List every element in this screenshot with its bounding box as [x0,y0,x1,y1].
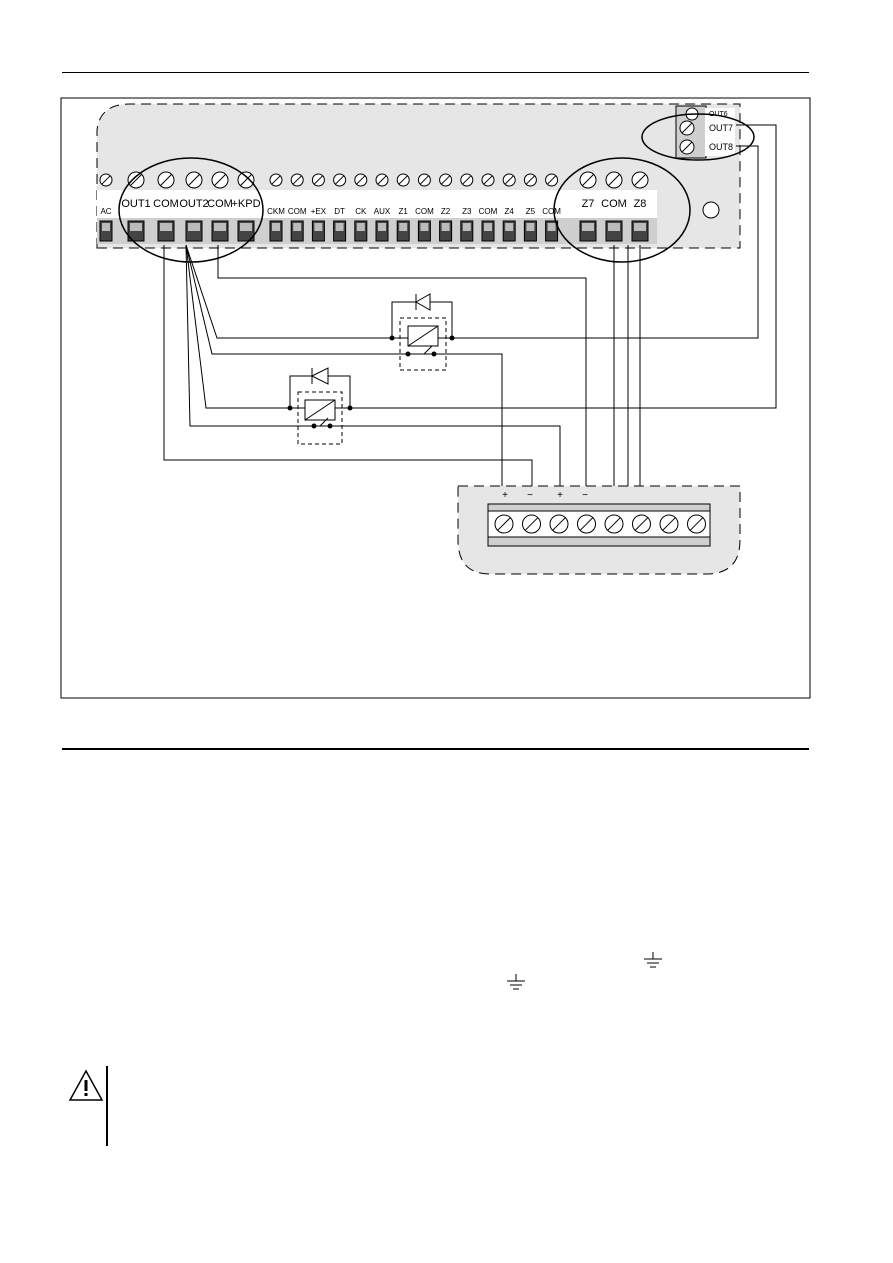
terminal-label: Z4 [505,207,515,216]
terminal-label: COM [288,207,307,216]
terminal-label: CK [355,207,367,216]
terminal-label: COM [207,198,233,210]
terminal-label: COM [601,198,627,210]
terminal-label: Z7 [582,198,595,210]
polarity-label: − [527,490,533,501]
terminal-label: COM [542,207,561,216]
terminal-label: +KPD [231,198,260,210]
mounting-hole [702,201,720,219]
terminal-label: OUT2 [179,198,208,210]
wire-junctions [287,335,455,429]
terminal-label: Z5 [526,207,536,216]
terminal-label: COM [479,207,498,216]
terminal-label: Z8 [634,198,647,210]
terminal-label: COM [415,207,434,216]
ground-symbol-icon [644,952,662,968]
corner-output-label: OUT6 [709,111,728,118]
terminal-label: AC [100,207,111,216]
terminal-label: Z2 [441,207,451,216]
header-rule [62,72,809,73]
right-terminal-highlight [553,157,691,263]
terminal-label: CKM [267,207,285,216]
top-terminal-screws [99,171,649,189]
corner-output-label: OUT8 [709,142,733,152]
wiring [163,124,777,486]
warning-margin-bar [106,1066,108,1146]
polarity-label: + [557,490,563,501]
corner-output-label: OUT7 [709,123,733,133]
terminal-label: DT [334,207,345,216]
section-rule [62,748,809,750]
corner-output-highlight [641,113,755,161]
terminal-label: COM [153,198,179,210]
polarity-label: + [502,490,508,501]
top-terminal-sockets [99,220,649,242]
warning-triangle-icon [68,1069,104,1101]
module-terminal-screws [494,514,706,534]
polarity-label: − [582,490,588,501]
module-polarity-labels: + − + − [502,490,588,501]
left-terminal-highlight [118,157,264,263]
terminal-label: Z1 [399,207,409,216]
terminal-label: +EX [311,207,327,216]
terminal-label: OUT1 [121,198,150,210]
ground-symbol-icon [507,974,525,990]
terminal-label: AUX [374,207,391,216]
terminal-label: Z3 [462,207,472,216]
terminal-label-strip [97,190,657,220]
